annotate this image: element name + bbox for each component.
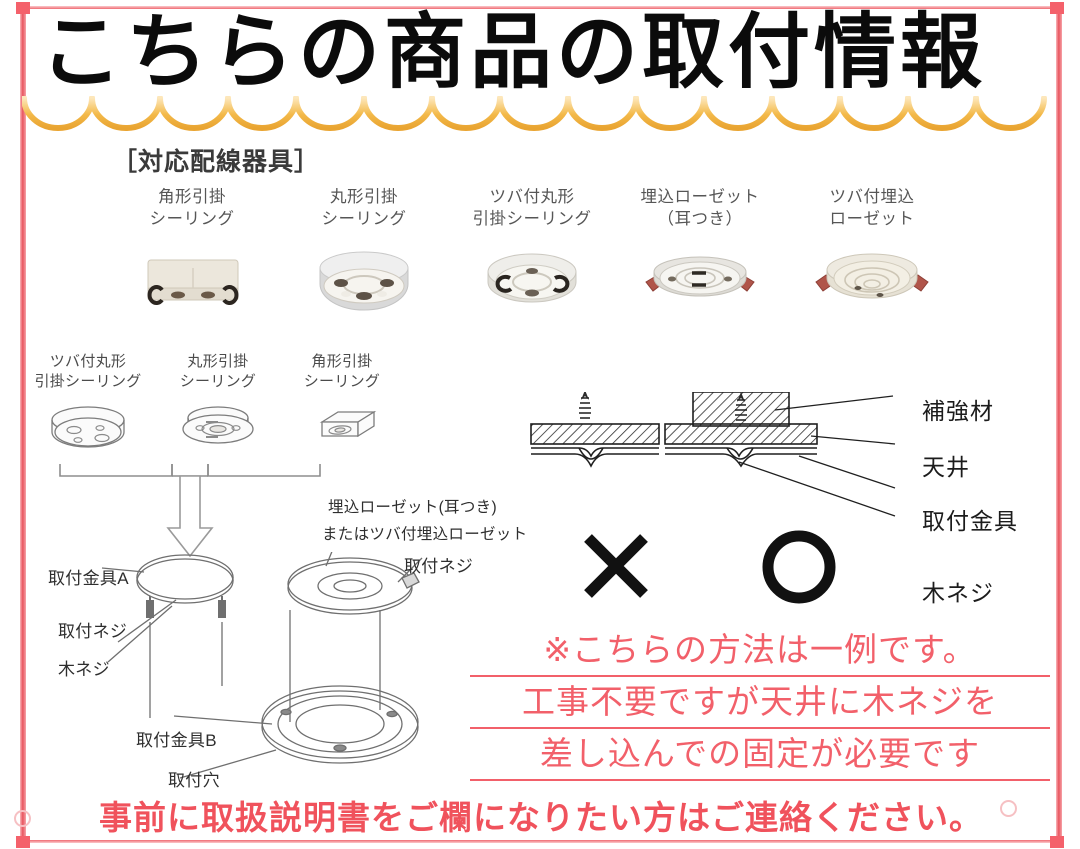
round-hook-ceiling-photo [284, 238, 444, 324]
fitting-label-square-hook: 角形引掛 シーリング [149, 188, 235, 228]
label-bracket-a: 取付金具A [48, 569, 129, 588]
corner-dot-bottom-right [1000, 800, 1017, 817]
frame-border-top [20, 6, 1062, 9]
fitting-label-flanged-round-hook: ツバ付丸形 引掛シーリング [472, 188, 592, 228]
section-heading-compatible-fittings: ［対応配線器具］ [112, 148, 321, 176]
fitting-item-square-hook: 角形引掛 シーリング [112, 186, 272, 324]
label-rosette-note-line2: またはツバ付埋込ローゼット [322, 526, 528, 543]
label-wood-screw: 木ネジ [922, 580, 994, 606]
cross-mark-bad-method [584, 534, 648, 598]
fitting-label-embedded-rosette: 埋込ローゼット （耳つき） [640, 188, 760, 228]
label-mounting-screw-right: 取付ネジ [404, 557, 474, 576]
fitting-item-flanged-round-hook: ツバ付丸形 引掛シーリング [452, 186, 612, 324]
lineart-item-flanged-round: ツバ付丸形 引掛シーリング [18, 352, 158, 460]
frame-border-bottom [20, 840, 1062, 843]
corner-marker-bottom-right [1050, 836, 1064, 848]
lineart-label-square: 角形引掛 シーリング [303, 353, 381, 390]
corner-marker-top-right [1050, 2, 1064, 14]
label-mounting-screw-left: 取付ネジ [58, 622, 128, 641]
embedded-rosette-eared-photo [620, 238, 780, 324]
page-title: こちらの商品の取付情報 [40, 5, 987, 100]
fitting-item-flanged-embedded-rosette: ツバ付埋込 ローゼット [792, 186, 952, 324]
ceiling-cross-section-diagram [530, 392, 896, 517]
fitting-item-embedded-rosette: 埋込ローゼット （耳つき） [620, 186, 780, 324]
fitting-label-flanged-embedded-rosette: ツバ付埋込 ローゼット [829, 188, 915, 228]
lineart-item-round: 丸形引掛 シーリング [148, 352, 288, 460]
label-wood-screw-left: 木ネジ [58, 660, 110, 679]
flanged-round-hook-ceiling-photo [452, 238, 612, 324]
installation-note: ※こちらの方法は一例です。 工事不要ですが天井に木ネジを 差し込んでの固定が必要… [470, 625, 1050, 781]
label-rosette-note-line1: 埋込ローゼット(耳つき) [328, 499, 497, 516]
frame-border-right [1056, 6, 1062, 843]
note-line-2: 工事不要ですが天井に木ネジを [470, 677, 1050, 729]
square-hook-ceiling-photo [112, 238, 272, 324]
label-mounting-hole: 取付穴 [168, 771, 220, 790]
label-bracket-b: 取付金具B [136, 731, 217, 750]
connector-bracket-arrow [59, 464, 321, 558]
flanged-embedded-rosette-photo [792, 238, 952, 324]
label-reinforcement: 補強材 [922, 398, 994, 424]
fitting-item-round-hook: 丸形引掛 シーリング [284, 186, 444, 324]
frame-border-left [20, 6, 26, 843]
note-line-3: 差し込んでの固定が必要です [470, 729, 1050, 781]
mounting-assembly-diagram [101, 552, 423, 779]
corner-dot-bottom-left [14, 810, 31, 827]
note-line-1: ※こちらの方法は一例です。 [470, 625, 1050, 677]
circle-mark-good-method [762, 530, 836, 604]
lineart-label-round: 丸形引掛 シーリング [179, 353, 257, 390]
label-mounting-bracket: 取付金具 [922, 508, 1018, 534]
corner-marker-bottom-left [16, 836, 30, 848]
flanged-round-hook-ceiling-drawing [18, 398, 158, 460]
contact-message: 事前に取扱説明書をご欄になりたい方はご連絡ください。 [99, 798, 983, 837]
round-hook-ceiling-drawing [148, 398, 288, 460]
corner-marker-top-left [16, 2, 30, 14]
label-ceiling: 天井 [922, 454, 970, 480]
lineart-item-square: 角形引掛 シーリング [272, 352, 412, 460]
square-hook-ceiling-drawing [272, 398, 412, 460]
scallop-divider [22, 96, 1047, 131]
lineart-label-flanged-round: ツバ付丸形 引掛シーリング [34, 353, 142, 390]
fitting-label-round-hook: 丸形引掛 シーリング [321, 188, 407, 228]
